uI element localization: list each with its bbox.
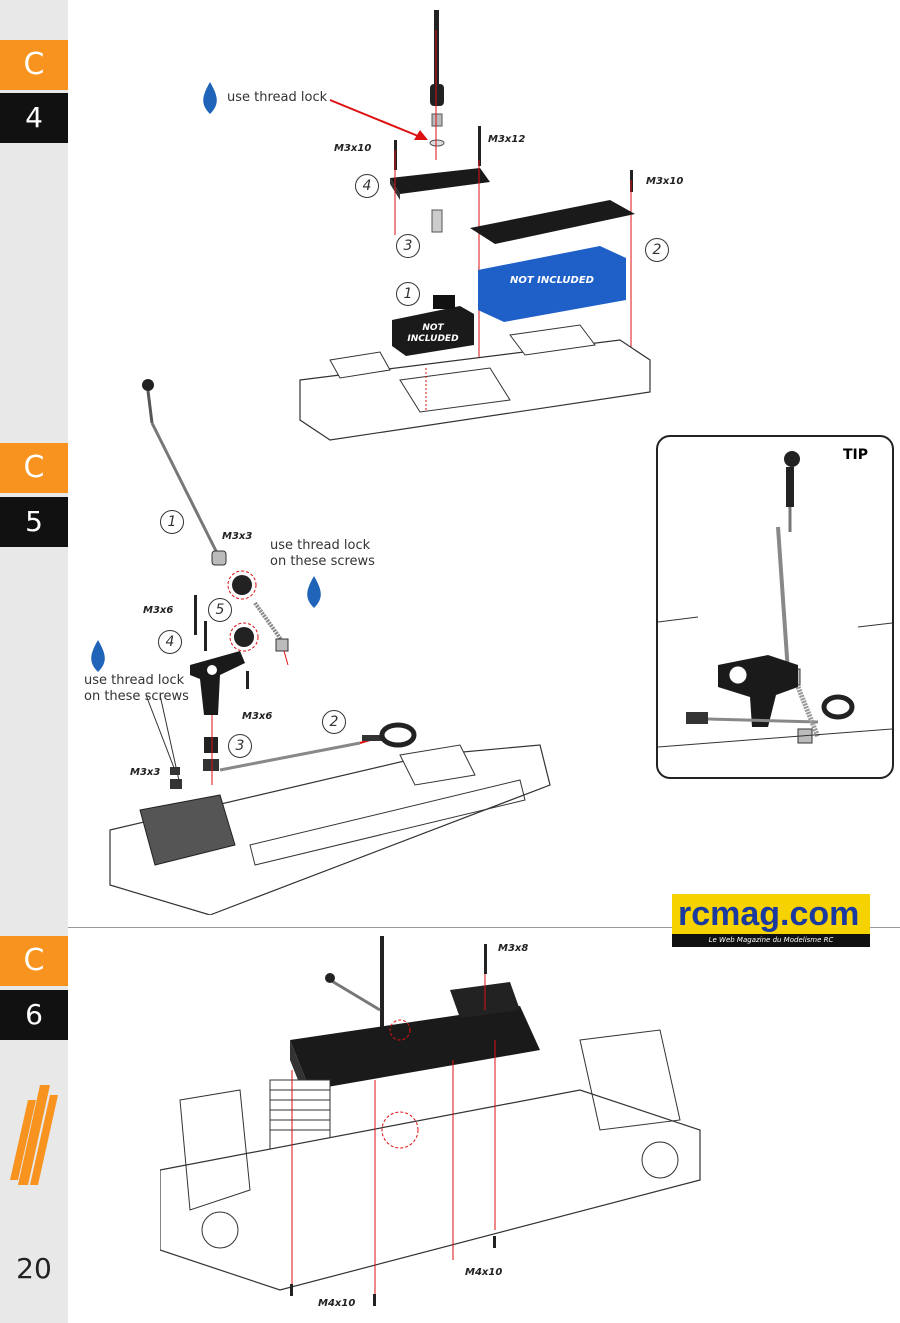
brand-logo-icon	[10, 1085, 58, 1185]
section-divider	[68, 927, 900, 928]
c5-step-badge: 2	[322, 710, 346, 734]
step-letter-c5: C	[0, 443, 68, 493]
page-number: 20	[16, 1252, 52, 1285]
step-number-c6: 6	[0, 990, 68, 1040]
c4-screw-label: M3x12	[488, 134, 526, 145]
c5-step-badge: 4	[158, 630, 182, 654]
step-number-c4: 4	[0, 93, 68, 143]
c5-screw-label: M3x3	[222, 531, 253, 542]
thread-lock-drop-icon	[203, 82, 217, 114]
c4-diagram	[299, 10, 651, 441]
c4-screw-label: M3x10	[334, 143, 372, 154]
tip-box: TIP	[656, 435, 894, 779]
c4-screw-label: M3x10	[646, 176, 684, 187]
rcmag-logo-text: rcmag.com	[672, 894, 870, 934]
tip-diagram	[658, 451, 892, 748]
c6-screw-label: M4x10	[318, 1298, 356, 1309]
c5-step-badge: 3	[228, 734, 252, 758]
thread-lock-drop-icon	[91, 640, 105, 672]
c6-screw-label: M4x10	[465, 1267, 503, 1278]
c5-step-badge: 5	[208, 598, 232, 622]
tip-title: TIP	[842, 447, 868, 463]
c4-step-badge: 3	[396, 234, 420, 258]
c6-diagram	[160, 936, 701, 1306]
step-letter-c6: C	[0, 936, 68, 986]
c5-screw-label: M3x6	[242, 711, 273, 722]
rcmag-logo: rcmag.com Le Web Magazine du Modelisme R…	[672, 894, 870, 948]
step-letter-c4: C	[0, 40, 68, 90]
rcmag-logo-subtitle: Le Web Magazine du Modelisme RC	[672, 934, 870, 947]
thread-lock-drop-icon	[307, 576, 321, 608]
c4-receiver-label: NOT INCLUDED	[407, 323, 459, 344]
c4-step-badge: 2	[645, 238, 669, 262]
c4-step-badge: 1	[396, 282, 420, 306]
c4-thread-lock-note: use thread lock	[227, 90, 328, 105]
step-number-c5: 5	[0, 497, 68, 547]
c5-diagram	[109, 379, 551, 915]
c4-step-badge: 4	[355, 174, 379, 198]
c5-step-badge: 1	[160, 510, 184, 534]
c6-screw-label: M3x8	[498, 943, 529, 954]
c4-battery-label: NOT INCLUDED	[510, 275, 594, 286]
c5-screw-label: M3x6	[143, 605, 174, 616]
c5-screw-label: M3x3	[130, 767, 161, 778]
